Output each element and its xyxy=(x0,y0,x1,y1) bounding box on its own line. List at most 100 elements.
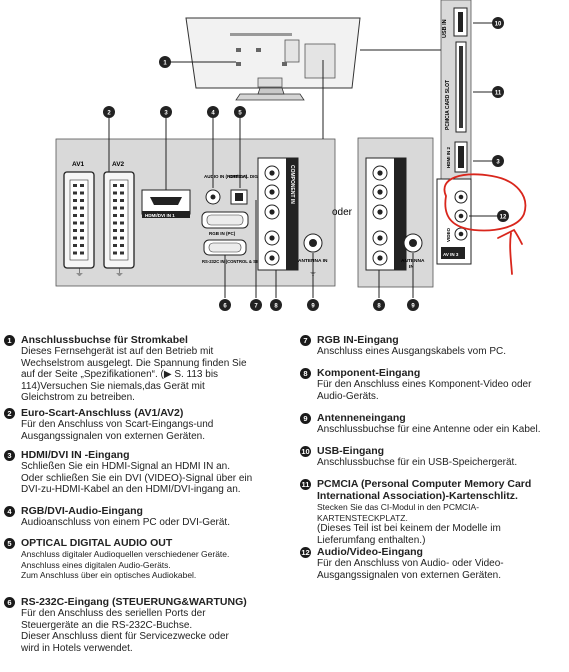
callout-6: 6 xyxy=(219,299,231,311)
legend-item-2: 2 Euro-Scart-Anschluss (AV1/AV2) Für den… xyxy=(4,407,266,442)
callout-markers: 1 2 3 4 5 6 7 8 9 8 9 10 11 3 12 xyxy=(103,17,509,311)
legend-title: RS-232C-Eingang (STEUERUNG&WARTUNG) xyxy=(21,596,247,608)
legend-number: 10 xyxy=(300,446,311,457)
callout-8: 8 xyxy=(270,299,282,311)
scart-pin xyxy=(120,244,124,247)
scart-pin xyxy=(120,221,124,225)
scart-av2-port xyxy=(103,171,135,269)
red-annotation xyxy=(443,173,527,275)
scart-pin xyxy=(80,244,84,247)
legend-item-1: 1 Anschlussbuchse für Stromkabel Dieses … xyxy=(4,334,266,404)
scart-pin xyxy=(113,184,117,187)
scart-pin xyxy=(73,229,77,232)
scart-pin xyxy=(80,236,84,240)
scart-pin xyxy=(73,214,77,217)
svg-text:⏚: ⏚ xyxy=(115,268,124,278)
legend-desc: Anschlussbuchse für ein USB-Speichergerä… xyxy=(317,457,518,468)
callout-10: 10 xyxy=(492,17,504,29)
audio-in-label: AUDIO IN (RGB/DVI) xyxy=(204,174,248,179)
callout-4: 4 xyxy=(207,106,219,118)
scart-pin xyxy=(120,236,124,240)
legend-title: RGB/DVI-Audio-Eingang xyxy=(21,505,143,517)
svg-text:8: 8 xyxy=(377,304,381,310)
callout-12: 12 xyxy=(497,210,509,222)
scart-pin xyxy=(80,199,84,202)
legend-desc: Audioanschluss von einem PC oder DVI-Ger… xyxy=(21,517,230,528)
scart-pin xyxy=(80,214,84,217)
rgb-in-label: RGB IN (PC) xyxy=(209,231,236,236)
video-label: VIDEO xyxy=(446,227,451,242)
rca-jack-center xyxy=(269,170,275,176)
scart-pin xyxy=(80,206,84,210)
svg-text:IN: IN xyxy=(409,264,414,270)
scart-pin xyxy=(113,214,117,217)
legend-item-4: 4 RGB/DVI-Audio-Eingang Audioanschluss v… xyxy=(4,505,266,529)
legend-item-6: 6 RS-232C-Eingang (STEUERUNG&WARTUNG) Fü… xyxy=(4,596,266,654)
legend-desc: Für den Anschluss des seriellen Ports de… xyxy=(21,608,229,654)
legend-number: 6 xyxy=(4,597,15,608)
scart-pin xyxy=(80,229,84,232)
rca-jack-center xyxy=(377,189,383,195)
legend-item-10: 10 USB-Eingang Anschlussbuchse für ein U… xyxy=(300,445,562,469)
leader-lines xyxy=(108,22,498,298)
rca-jack-center xyxy=(269,235,275,241)
scart-pin xyxy=(73,221,77,225)
scart-pin xyxy=(73,236,77,240)
callout-9-alt: 9 xyxy=(407,299,419,311)
scart-pin xyxy=(113,244,117,247)
rca-jack-center xyxy=(377,170,383,176)
legend-desc: Für den Anschluss von Scart-Eingangs-und… xyxy=(21,419,214,442)
hdmi2-label: HDMI IN 2 xyxy=(446,147,451,168)
hdmi-dvi-port xyxy=(141,189,191,218)
scart-pin xyxy=(113,236,117,240)
legend-desc: (Dieses Teil ist bei keinem der Modelle … xyxy=(317,523,501,546)
scart-pin xyxy=(113,191,117,195)
legend-desc: Für den Anschluss eines Komponent-Video … xyxy=(317,379,532,402)
svg-text:6: 6 xyxy=(223,304,227,310)
legend-desc: Schließen Sie ein HDMI-Signal an HDMI IN… xyxy=(21,461,253,495)
legend-desc: Anschluss digitaler Audioquellen verschi… xyxy=(21,549,230,580)
svg-text:3: 3 xyxy=(496,160,500,166)
legend-desc-small: Stecken Sie das CI-Modul in den PCMCIA-K… xyxy=(317,502,480,523)
scart-pin xyxy=(120,206,124,210)
scart-pin xyxy=(120,191,124,195)
legend-desc: Für den Anschluss von Audio- oder Video-… xyxy=(317,558,504,581)
legend-title: RGB IN-Eingang xyxy=(317,334,399,346)
legend-desc: Anschluss eines Ausgangskabels vom PC. xyxy=(317,346,506,357)
rca-jack-center xyxy=(377,255,383,261)
legend-title: Anschlussbuchse für Stromkabel xyxy=(21,334,188,346)
svg-text:4: 4 xyxy=(211,111,215,117)
rca-jack-center xyxy=(377,235,383,241)
legend-title: Audio/Video-Eingang xyxy=(317,546,423,558)
legend-number: 7 xyxy=(300,335,311,346)
legend-number: 11 xyxy=(300,479,311,490)
svg-text:3: 3 xyxy=(164,111,168,117)
legend-title: USB-Eingang xyxy=(317,445,385,457)
legend-item-7: 7 RGB IN-Eingang Anschluss eines Ausgang… xyxy=(300,334,562,358)
legend-number: 12 xyxy=(300,547,311,558)
scart-pin xyxy=(73,251,77,255)
scart-pin xyxy=(113,221,117,225)
connection-diagram: AV1 AV2 ⏚ ⏚ HDMI/DVI IN 1 AUDIO IN (RGB/… xyxy=(55,0,527,311)
callout-9: 9 xyxy=(307,299,319,311)
callout-2: 2 xyxy=(103,106,115,118)
legend-title: HDMI/DVI IN -Eingang xyxy=(21,449,130,461)
legend-title: Euro-Scart-Anschluss (AV1/AV2) xyxy=(21,407,184,419)
legend-item-11: 11 PCMCIA (Personal Computer Memory Card… xyxy=(300,478,562,546)
svg-text:12: 12 xyxy=(500,215,507,221)
scart-pin xyxy=(73,244,77,247)
svg-text:8: 8 xyxy=(274,304,278,310)
legend-title: OPTICAL DIGITAL AUDIO OUT xyxy=(21,537,173,549)
svg-text:⏚: ⏚ xyxy=(75,268,84,278)
callout-8-alt: 8 xyxy=(373,299,385,311)
callout-1: 1 xyxy=(159,56,171,68)
scart-pin xyxy=(73,191,77,195)
legend-item-12: 12 Audio/Video-Eingang Für den Anschluss… xyxy=(300,546,562,581)
scart-pin xyxy=(80,184,84,187)
hdmi-label: HDMI/DVI IN 1 xyxy=(145,213,175,218)
scart-pin xyxy=(113,229,117,232)
rs232-label: RS-232C IN (CONTROL & SERVICE) xyxy=(202,259,273,264)
svg-text:10: 10 xyxy=(495,22,502,28)
scart-pin xyxy=(73,184,77,187)
legend-title: Antenneneingang xyxy=(317,412,406,424)
